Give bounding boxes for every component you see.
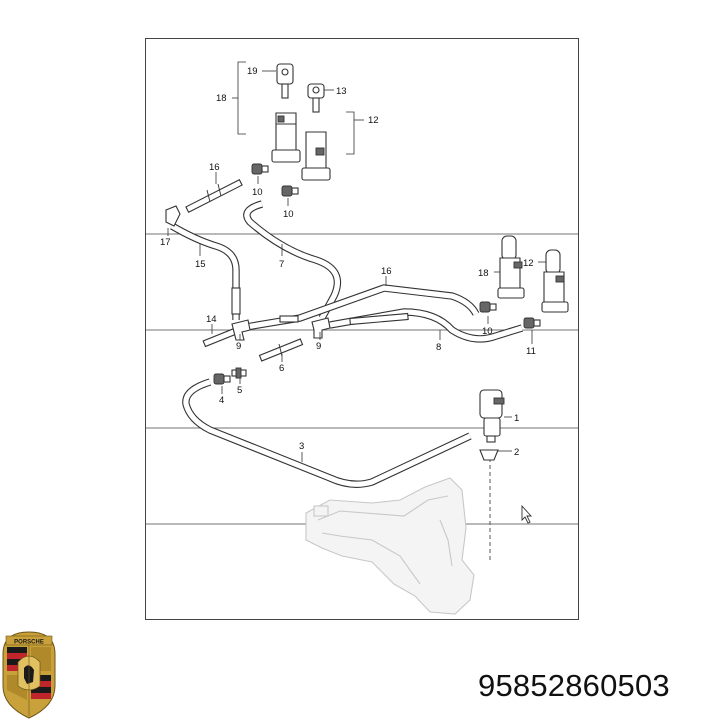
callout-12: 12 bbox=[523, 258, 534, 269]
callout-14: 14 bbox=[206, 314, 217, 325]
callout-9: 9 bbox=[236, 341, 241, 352]
callout-15: 15 bbox=[195, 259, 206, 270]
callout-5: 5 bbox=[237, 385, 242, 396]
porsche-crest: PORSCHE bbox=[2, 631, 56, 719]
callout-16: 16 bbox=[209, 162, 220, 173]
elbow-17 bbox=[165, 205, 181, 227]
callout-8: 8 bbox=[436, 342, 441, 353]
callout-11: 11 bbox=[526, 346, 536, 357]
valve-4 bbox=[213, 373, 231, 385]
nozzle-12-upper bbox=[301, 83, 331, 181]
valve-5 bbox=[231, 367, 247, 379]
callout-17: 17 bbox=[160, 237, 171, 248]
valve-11 bbox=[523, 317, 541, 329]
washer-pump bbox=[479, 389, 505, 443]
tee-9-right bbox=[311, 317, 331, 339]
callout-10: 10 bbox=[252, 187, 263, 198]
short-hoses bbox=[185, 178, 409, 362]
hose-16-top bbox=[185, 178, 243, 214]
hose-7-joint bbox=[279, 315, 299, 323]
callout-6: 6 bbox=[279, 363, 284, 374]
part-number: 95852860503 bbox=[478, 668, 670, 703]
pointer-icon bbox=[521, 504, 533, 524]
callout-16: 16 bbox=[381, 266, 392, 277]
callout-9: 9 bbox=[316, 341, 321, 352]
check-valves bbox=[213, 163, 541, 385]
callout-2: 2 bbox=[514, 447, 519, 458]
callout-10: 10 bbox=[482, 326, 493, 337]
washer-reservoir bbox=[305, 477, 475, 615]
valve-10-c bbox=[479, 301, 497, 313]
nozzle-18-upper bbox=[271, 63, 301, 163]
grommet bbox=[479, 449, 499, 461]
callout-1: 1 bbox=[514, 413, 519, 424]
connectors bbox=[165, 205, 331, 341]
valve-10-a bbox=[251, 163, 269, 175]
callout-10: 10 bbox=[283, 209, 294, 220]
callout-labels: 19 18 13 12 16 10 10 17 15 7 16 18 12 14… bbox=[160, 66, 536, 458]
callout-18: 18 bbox=[478, 268, 489, 279]
valve-10-b bbox=[281, 185, 299, 197]
callout-13: 13 bbox=[336, 86, 347, 97]
hose-16-mid bbox=[349, 312, 409, 326]
tee-9-left bbox=[231, 319, 251, 341]
hose-6 bbox=[258, 338, 304, 362]
nozzle-12-right bbox=[541, 249, 569, 313]
leader-lines bbox=[167, 61, 546, 462]
callout-18: 18 bbox=[216, 93, 227, 104]
callout-4: 4 bbox=[219, 395, 224, 406]
callout-12: 12 bbox=[368, 115, 379, 126]
callout-19: 19 bbox=[247, 66, 258, 77]
callout-3: 3 bbox=[299, 441, 304, 452]
crest-text: PORSCHE bbox=[14, 640, 44, 646]
callout-7: 7 bbox=[279, 259, 284, 270]
hoses bbox=[170, 200, 524, 488]
hose-mid-joint bbox=[231, 287, 241, 315]
nozzle-18-right bbox=[497, 235, 525, 299]
